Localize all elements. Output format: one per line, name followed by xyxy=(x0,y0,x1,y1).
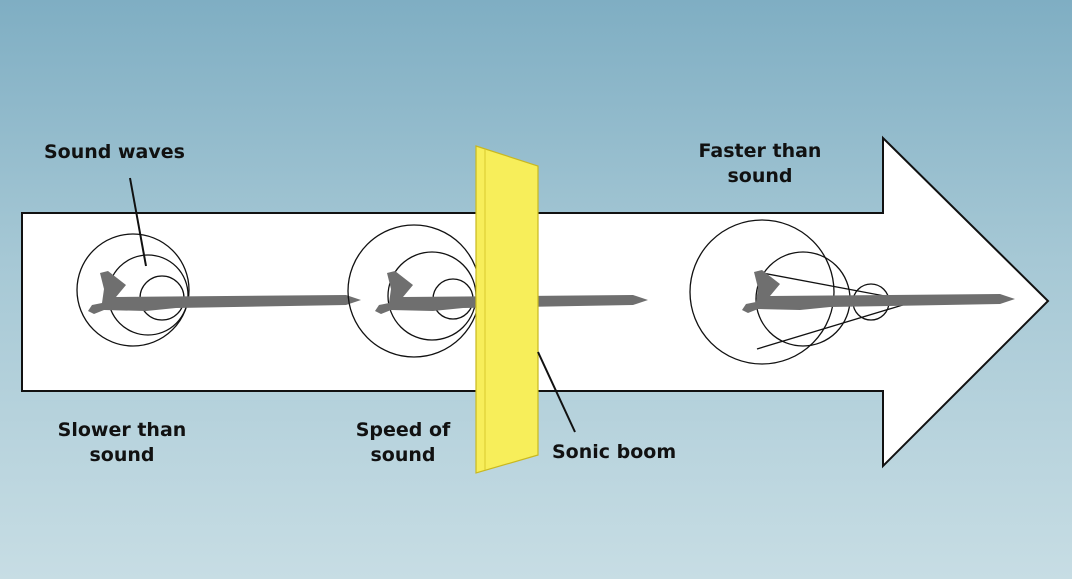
sound-waves-pointer xyxy=(129,177,147,267)
faster-than-sound-label: Faster than sound xyxy=(698,140,822,187)
sonic-boom-pointer xyxy=(537,351,576,433)
slower-than-sound-label: Slower than sound xyxy=(57,419,187,466)
sound-barrier-panel xyxy=(475,145,539,474)
sonic-boom-label: Sonic boom xyxy=(552,441,677,463)
speed-of-sound-label: Speed of sound xyxy=(355,419,451,466)
sound-waves-label: Sound waves xyxy=(44,141,185,163)
